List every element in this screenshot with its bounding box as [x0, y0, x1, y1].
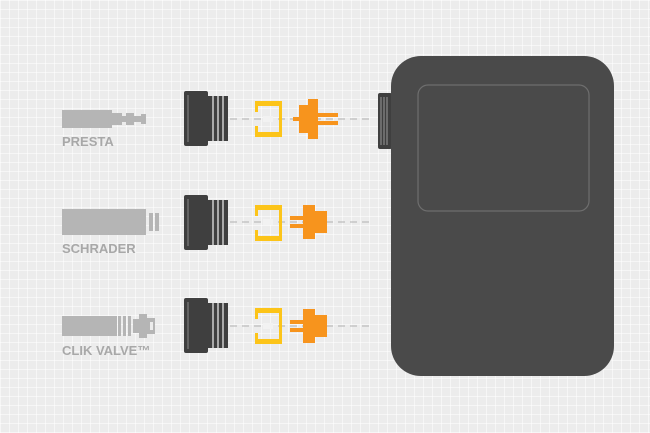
- pump-housing: [391, 56, 614, 376]
- valve-label-clik: CLIK VALVE™: [62, 343, 150, 358]
- row-presta: PRESTA: [62, 91, 374, 149]
- orange-adapter-icon: [293, 99, 338, 139]
- yellow-adapter-icon: [255, 101, 282, 137]
- orange-adapter-icon: [290, 309, 327, 343]
- presta-valve-icon: [62, 110, 146, 128]
- schrader-valve-icon: [62, 209, 159, 235]
- pump-screen: [417, 84, 590, 212]
- valve-label-presta: PRESTA: [62, 134, 114, 149]
- valve-label-schrader: SCHRADER: [62, 241, 136, 256]
- yellow-adapter-icon: [255, 205, 282, 241]
- clik-valve-icon: [62, 314, 155, 338]
- pump-head-cap-icon: [184, 91, 228, 146]
- row-schrader: SCHRADER: [62, 195, 374, 256]
- yellow-adapter-icon: [255, 308, 282, 344]
- row-clik: CLIK VALVE™: [62, 298, 374, 358]
- pump-port: [378, 93, 392, 149]
- pump-body-icon: [378, 56, 614, 376]
- pump-head-cap-icon: [184, 195, 228, 250]
- orange-adapter-icon: [290, 205, 327, 239]
- pump-head-cap-icon: [184, 298, 228, 353]
